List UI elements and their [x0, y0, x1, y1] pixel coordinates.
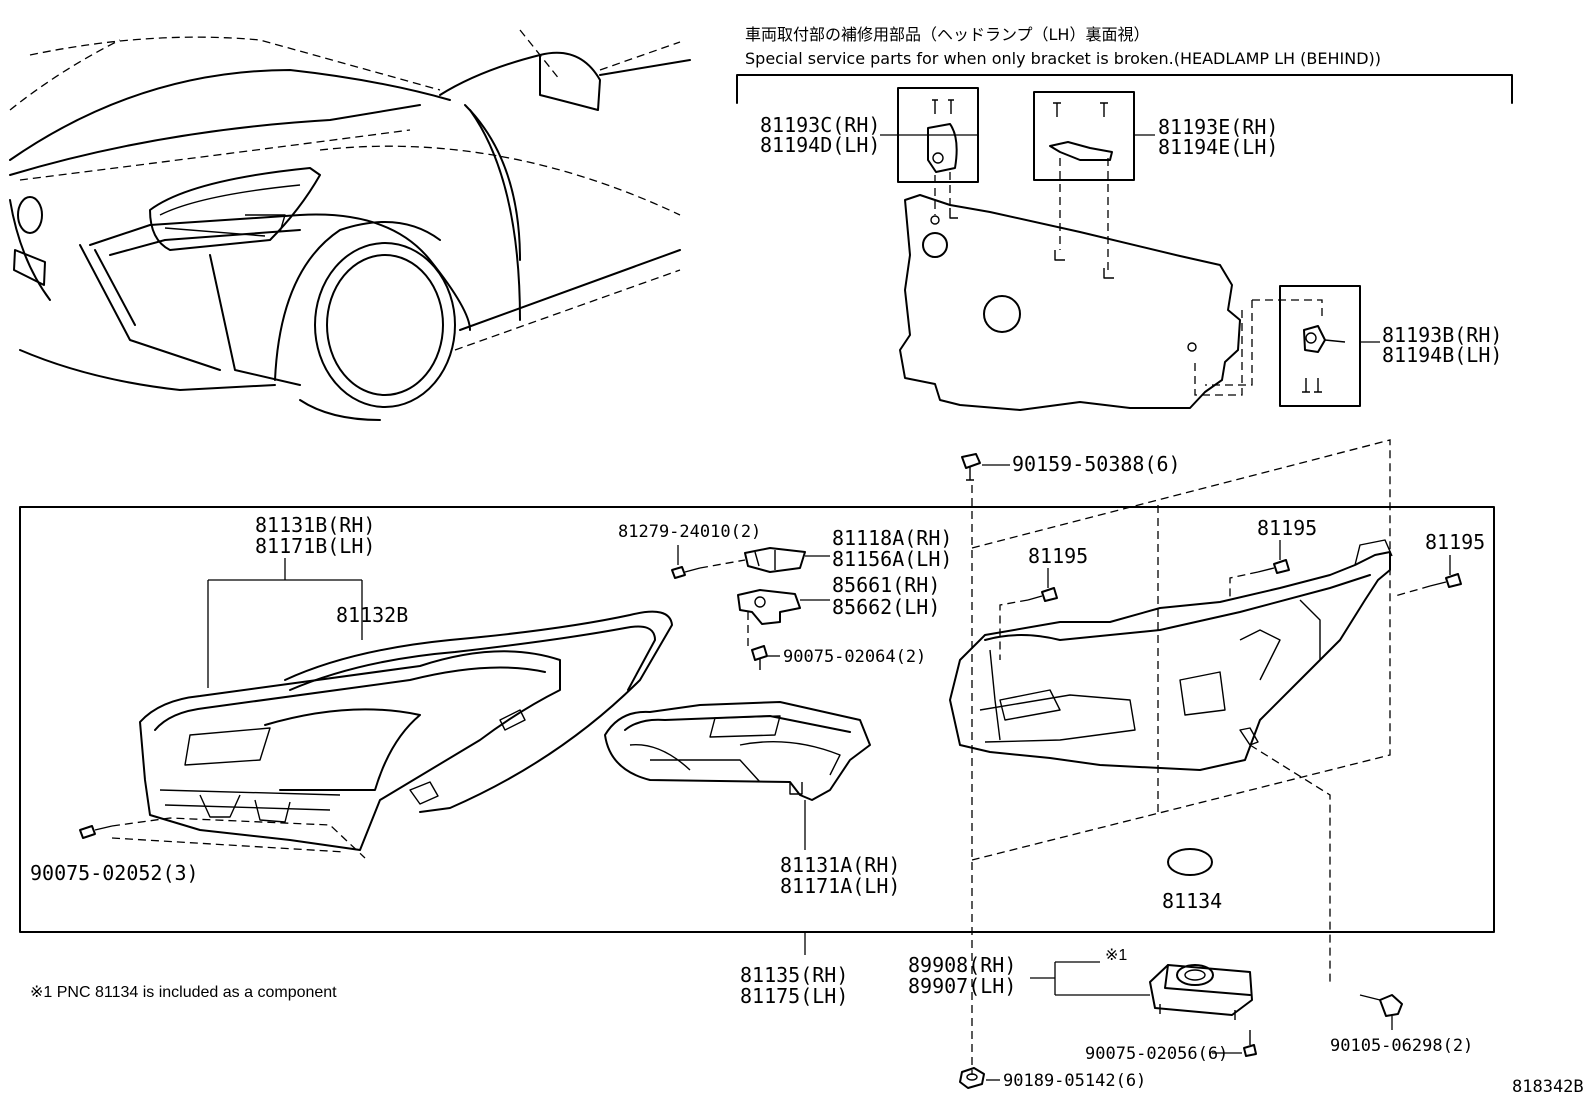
vehicle-front-illustration	[9, 29, 691, 421]
label-81193B: 81193B(RH)	[1382, 323, 1502, 347]
label-81131B: 81131B(RH)	[255, 513, 375, 537]
screw-90075-02052: 90075-02052(3)	[30, 817, 366, 885]
label-81195-mid: 81195	[1257, 516, 1317, 540]
label-89908: 89908(RH)	[908, 953, 1016, 977]
label-81156A: 81156A(LH)	[832, 547, 952, 571]
headlamp-rear-housing	[949, 439, 1393, 985]
label-81194D: 81194D(LH)	[760, 133, 880, 157]
label-85661: 85661(RH)	[832, 573, 940, 597]
label-81132B: 81132B	[336, 603, 408, 627]
label-81279-24010: 81279-24010(2)	[618, 522, 761, 542]
headlamp-lens-81131B: 81131B(RH) 81171B(LH) 81132B	[139, 513, 673, 851]
footnote-text: ※1 PNC 81134 is included as a component	[30, 984, 337, 1001]
label-90075-02064: 90075-02064(2)	[783, 647, 926, 667]
headlamp-rear-silhouette	[899, 194, 1241, 411]
service-parts-title-en: Special service parts for when only brac…	[745, 49, 1381, 68]
service-parts-section: 車両取付部の補修用部品（ヘッドランプ（LH）裏面視） Special servi…	[736, 25, 1513, 411]
label-81131A: 81131A(RH)	[780, 853, 900, 877]
label-89907: 89907(LH)	[908, 974, 1016, 998]
service-parts-title-jp: 車両取付部の補修用部品（ヘッドランプ（LH）裏面視）	[745, 25, 1149, 44]
label-81175: 81175(LH)	[740, 984, 848, 1008]
assembly-callout-81135: 81135(RH) 81175(LH)	[740, 932, 848, 1008]
bracket-81193B-box	[1279, 285, 1361, 407]
label-81118A: 81118A(RH)	[832, 526, 952, 550]
screw-90159: 90159-50388(6)	[961, 452, 1181, 1075]
headlamp-assembly-box	[19, 506, 1495, 933]
oring-81134: 81134	[1162, 848, 1222, 913]
bracket-81193E-box	[1033, 91, 1135, 181]
label-81134: 81134	[1162, 889, 1222, 913]
label-81195-left: 81195	[1028, 544, 1088, 568]
label-81135: 81135(RH)	[740, 963, 848, 987]
label-90075-02056: 90075-02056(6)	[1085, 1044, 1228, 1064]
figure-id: 818342B	[1512, 1077, 1584, 1097]
bolt-90105: 90105-06298(2)	[1330, 994, 1473, 1056]
label-90105-06298: 90105-06298(2)	[1330, 1036, 1473, 1056]
label-81194E: 81194E(LH)	[1158, 135, 1278, 159]
label-81194B: 81194B(LH)	[1382, 343, 1502, 367]
label-81193C: 81193C(RH)	[760, 113, 880, 137]
label-85662: 85662(LH)	[832, 595, 940, 619]
bracket-group-81118A: 81279-24010(2) 81118A(RH) 81156A(LH) 856…	[618, 522, 952, 670]
label-81171A: 81171A(LH)	[780, 874, 900, 898]
label-90189-05142: 90189-05142(6)	[1003, 1071, 1146, 1091]
label-81171B: 81171B(LH)	[255, 534, 375, 558]
headlamp-housing-81131A: 81131A(RH) 81171A(LH)	[604, 701, 900, 898]
label-81193E: 81193E(RH)	[1158, 115, 1278, 139]
label-90159-50388: 90159-50388(6)	[1012, 452, 1181, 476]
screws-81195: 81195 81195 81195	[999, 516, 1485, 660]
label-81195-right: 81195	[1425, 530, 1485, 554]
nut-90189: 90189-05142(6)	[959, 1067, 1146, 1091]
ballast-89908: 89908(RH) 89907(LH) ※1 90075-02056(6)	[908, 947, 1257, 1064]
label-90075-02052: 90075-02052(3)	[30, 861, 199, 885]
label-mark1: ※1	[1105, 947, 1127, 964]
